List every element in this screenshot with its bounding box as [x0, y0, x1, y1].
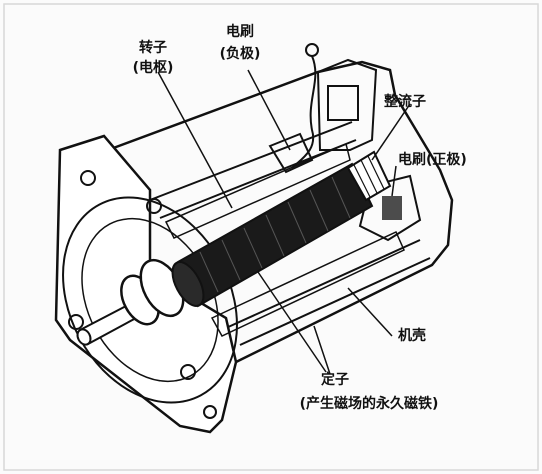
label-housing: 机壳 [398, 328, 426, 344]
terminal-screw-icon [305, 43, 319, 57]
label-brush-negative: 电刷 [226, 24, 254, 40]
label-rotor: 转子 [139, 40, 167, 56]
negative-brush-holder [327, 85, 359, 121]
terminal-wire [291, 55, 317, 169]
housing-bottom-edge [225, 239, 431, 346]
positive-brush-block [382, 196, 402, 220]
shaft-end [76, 328, 92, 346]
leader-stator-2 [313, 325, 331, 375]
commutator-segments [353, 155, 385, 198]
mount-hole-bottom-left-icon [68, 314, 84, 330]
stator-magnet-top [164, 142, 351, 239]
negative-brush-block [268, 132, 314, 174]
mount-hole-top-left-icon [80, 170, 96, 186]
housing-top-edge [149, 121, 357, 219]
rear-end-cap [316, 58, 378, 151]
armature-winding-lines [199, 176, 351, 293]
leader-rotor [157, 71, 233, 209]
rotor-front-end [171, 261, 205, 307]
leader-brush-positive [391, 165, 397, 197]
label-brush-negative-sub: (负极) [219, 46, 261, 62]
label-stator: 定子 [321, 372, 349, 388]
label-stator-sub: (产生磁场的永久磁铁) [299, 396, 439, 412]
leader-housing [347, 287, 393, 337]
positive-brush-holder [358, 174, 422, 242]
mount-hole-top-right-icon [146, 198, 162, 214]
leader-commutator [371, 103, 411, 161]
mount-hole-bottom-right-icon [180, 364, 196, 380]
image-frame [3, 3, 539, 471]
stator-magnet-bottom [210, 230, 405, 337]
mount-hole-lower-icon [203, 405, 217, 419]
leader-brush-negative [247, 69, 291, 151]
label-rotor-sub: (电枢) [132, 60, 174, 76]
label-commutator: 整流子 [384, 94, 426, 110]
leader-stator [257, 271, 327, 373]
label-brush-positive: 电刷(正极) [398, 152, 467, 168]
